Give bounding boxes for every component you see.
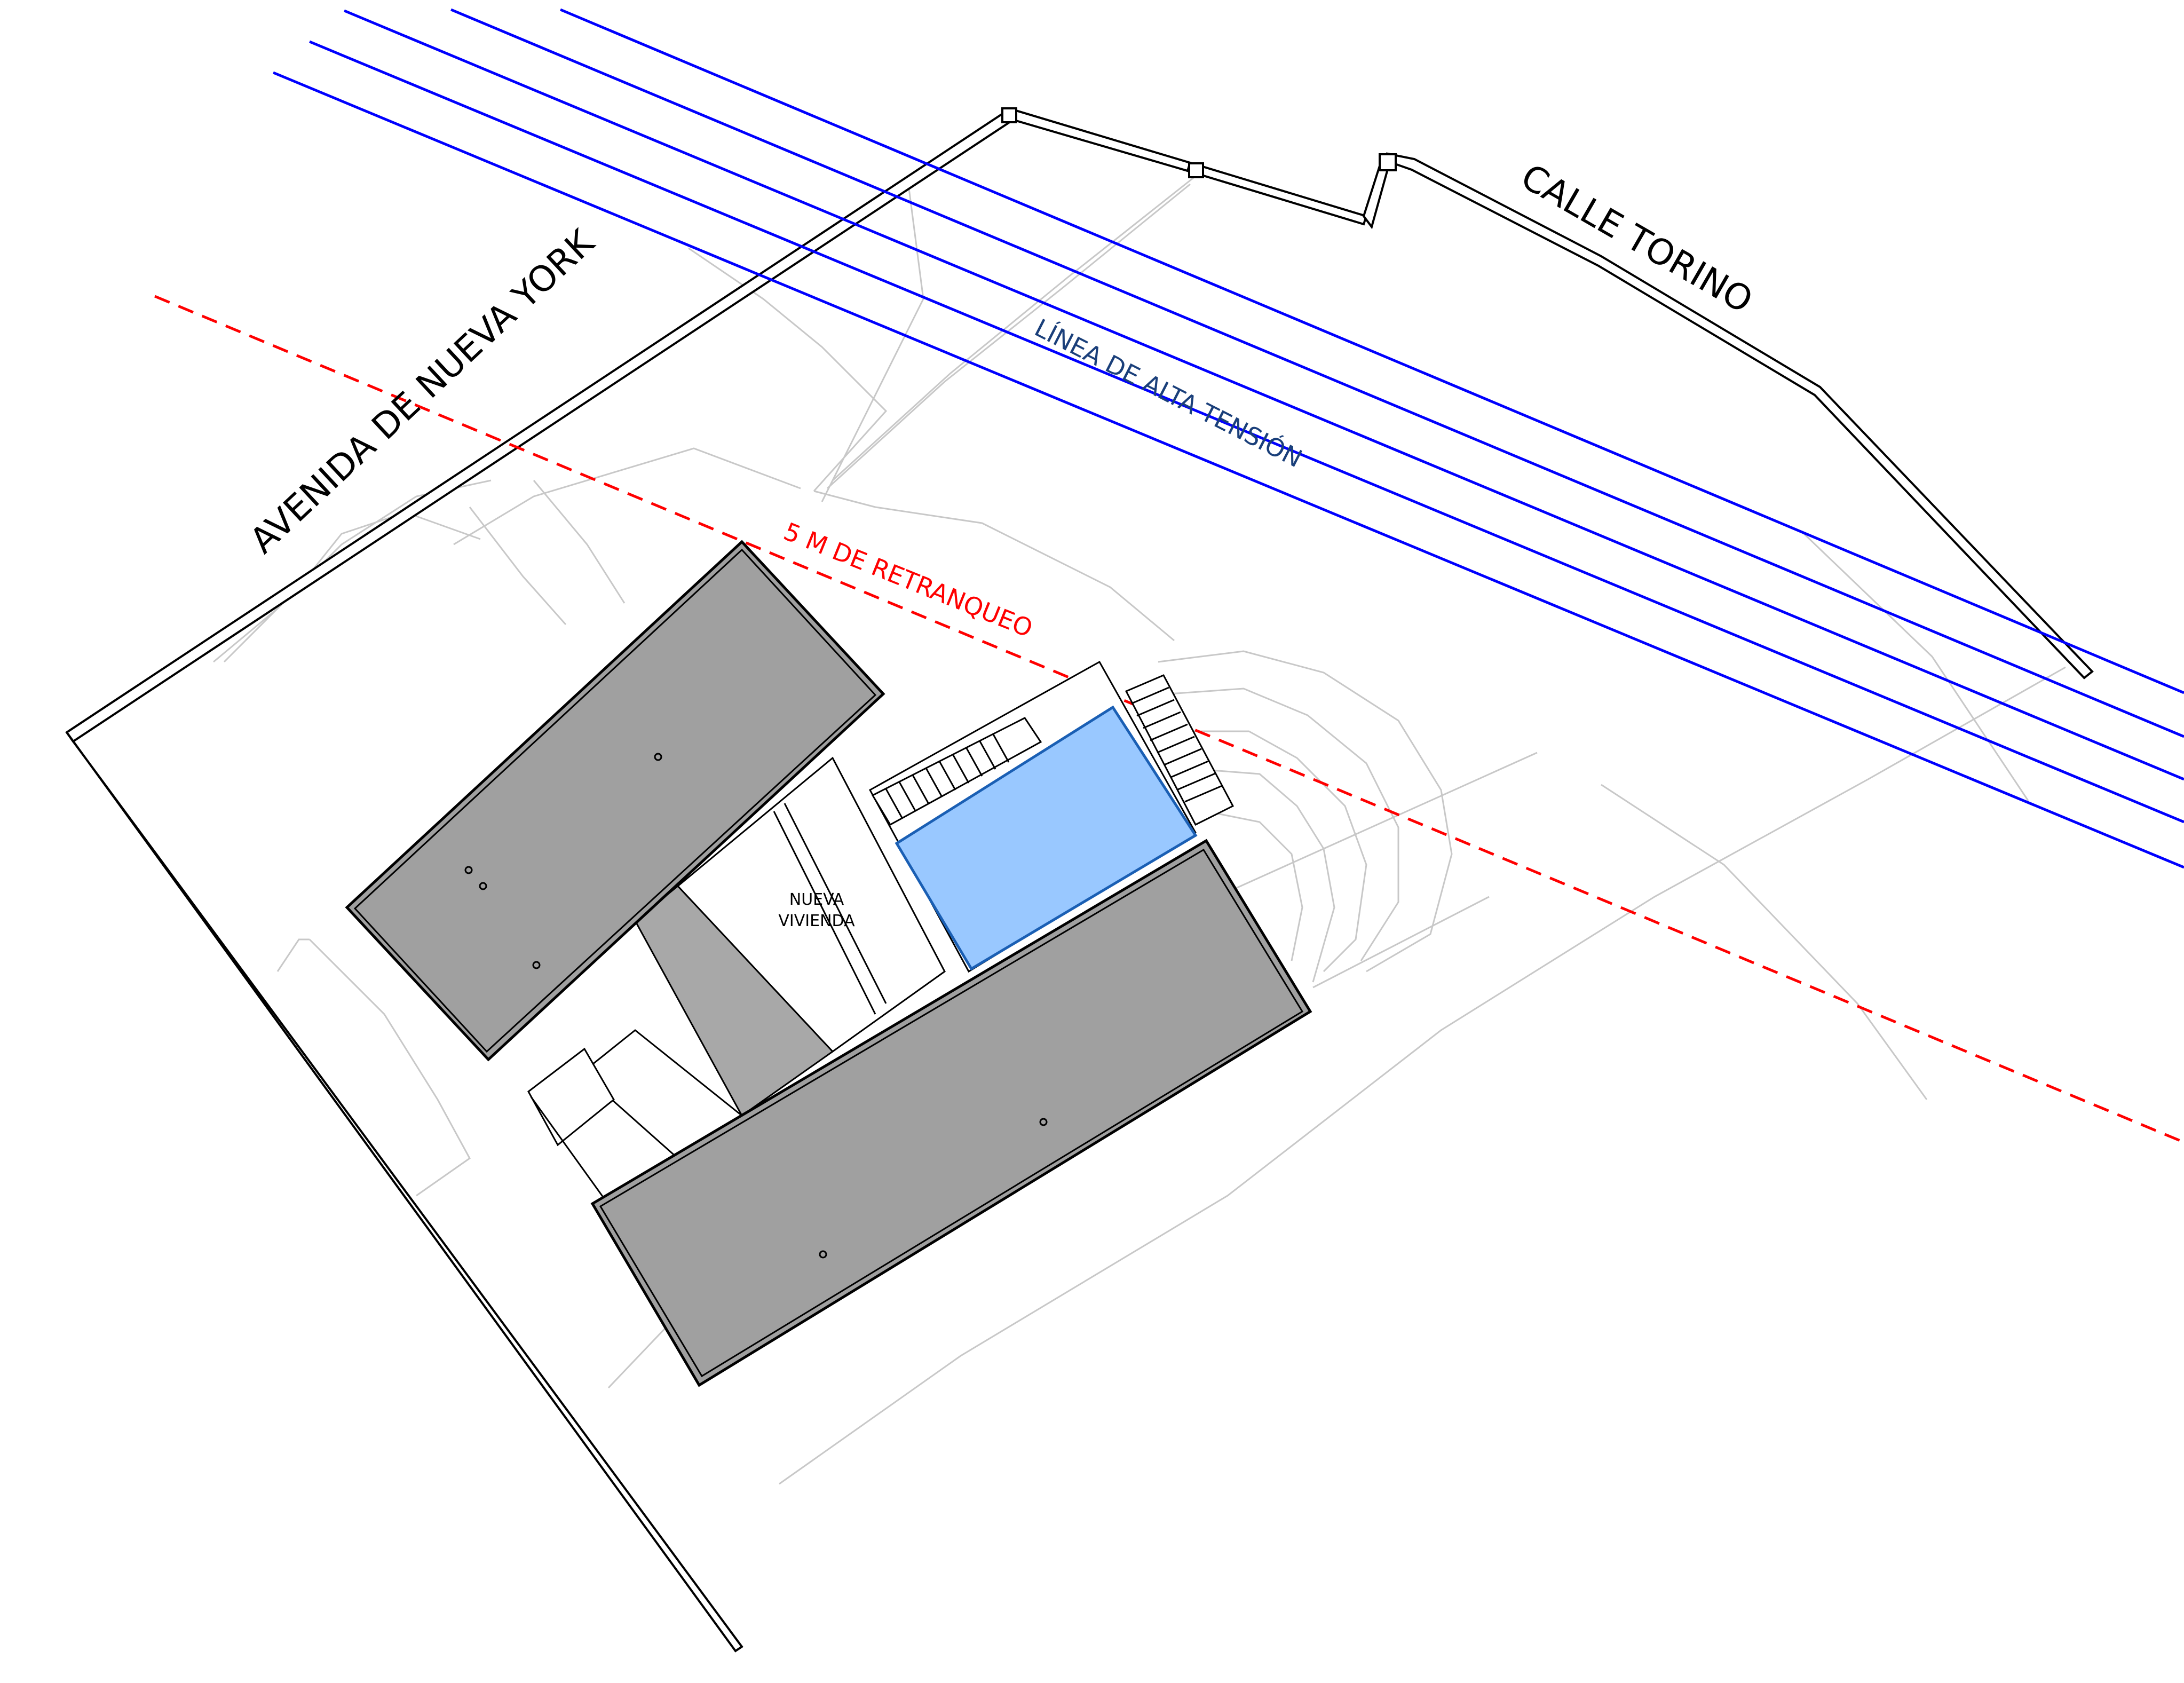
power-line-label: LÍNEA DE ALTA TENSIÓN	[1030, 313, 1307, 473]
power-line-3	[344, 9, 2184, 781]
terrain-lines	[213, 175, 2066, 1485]
power-line-4	[309, 40, 2184, 824]
setback-line	[154, 295, 2184, 1144]
roof-lower	[590, 839, 1312, 1387]
house-label-line2: VIVIENDA	[778, 912, 855, 930]
power-line-2	[450, 8, 2184, 738]
house	[345, 540, 1312, 1387]
roof-upper	[345, 540, 885, 1062]
power-lines	[273, 8, 2184, 869]
pool-stairs	[871, 674, 1235, 826]
swimming-pool	[895, 705, 1198, 971]
house-label-line1: NUEVA	[789, 890, 844, 909]
property-boundary	[65, 107, 2094, 1653]
power-line-1	[560, 8, 2184, 694]
power-line-5	[273, 71, 2184, 869]
